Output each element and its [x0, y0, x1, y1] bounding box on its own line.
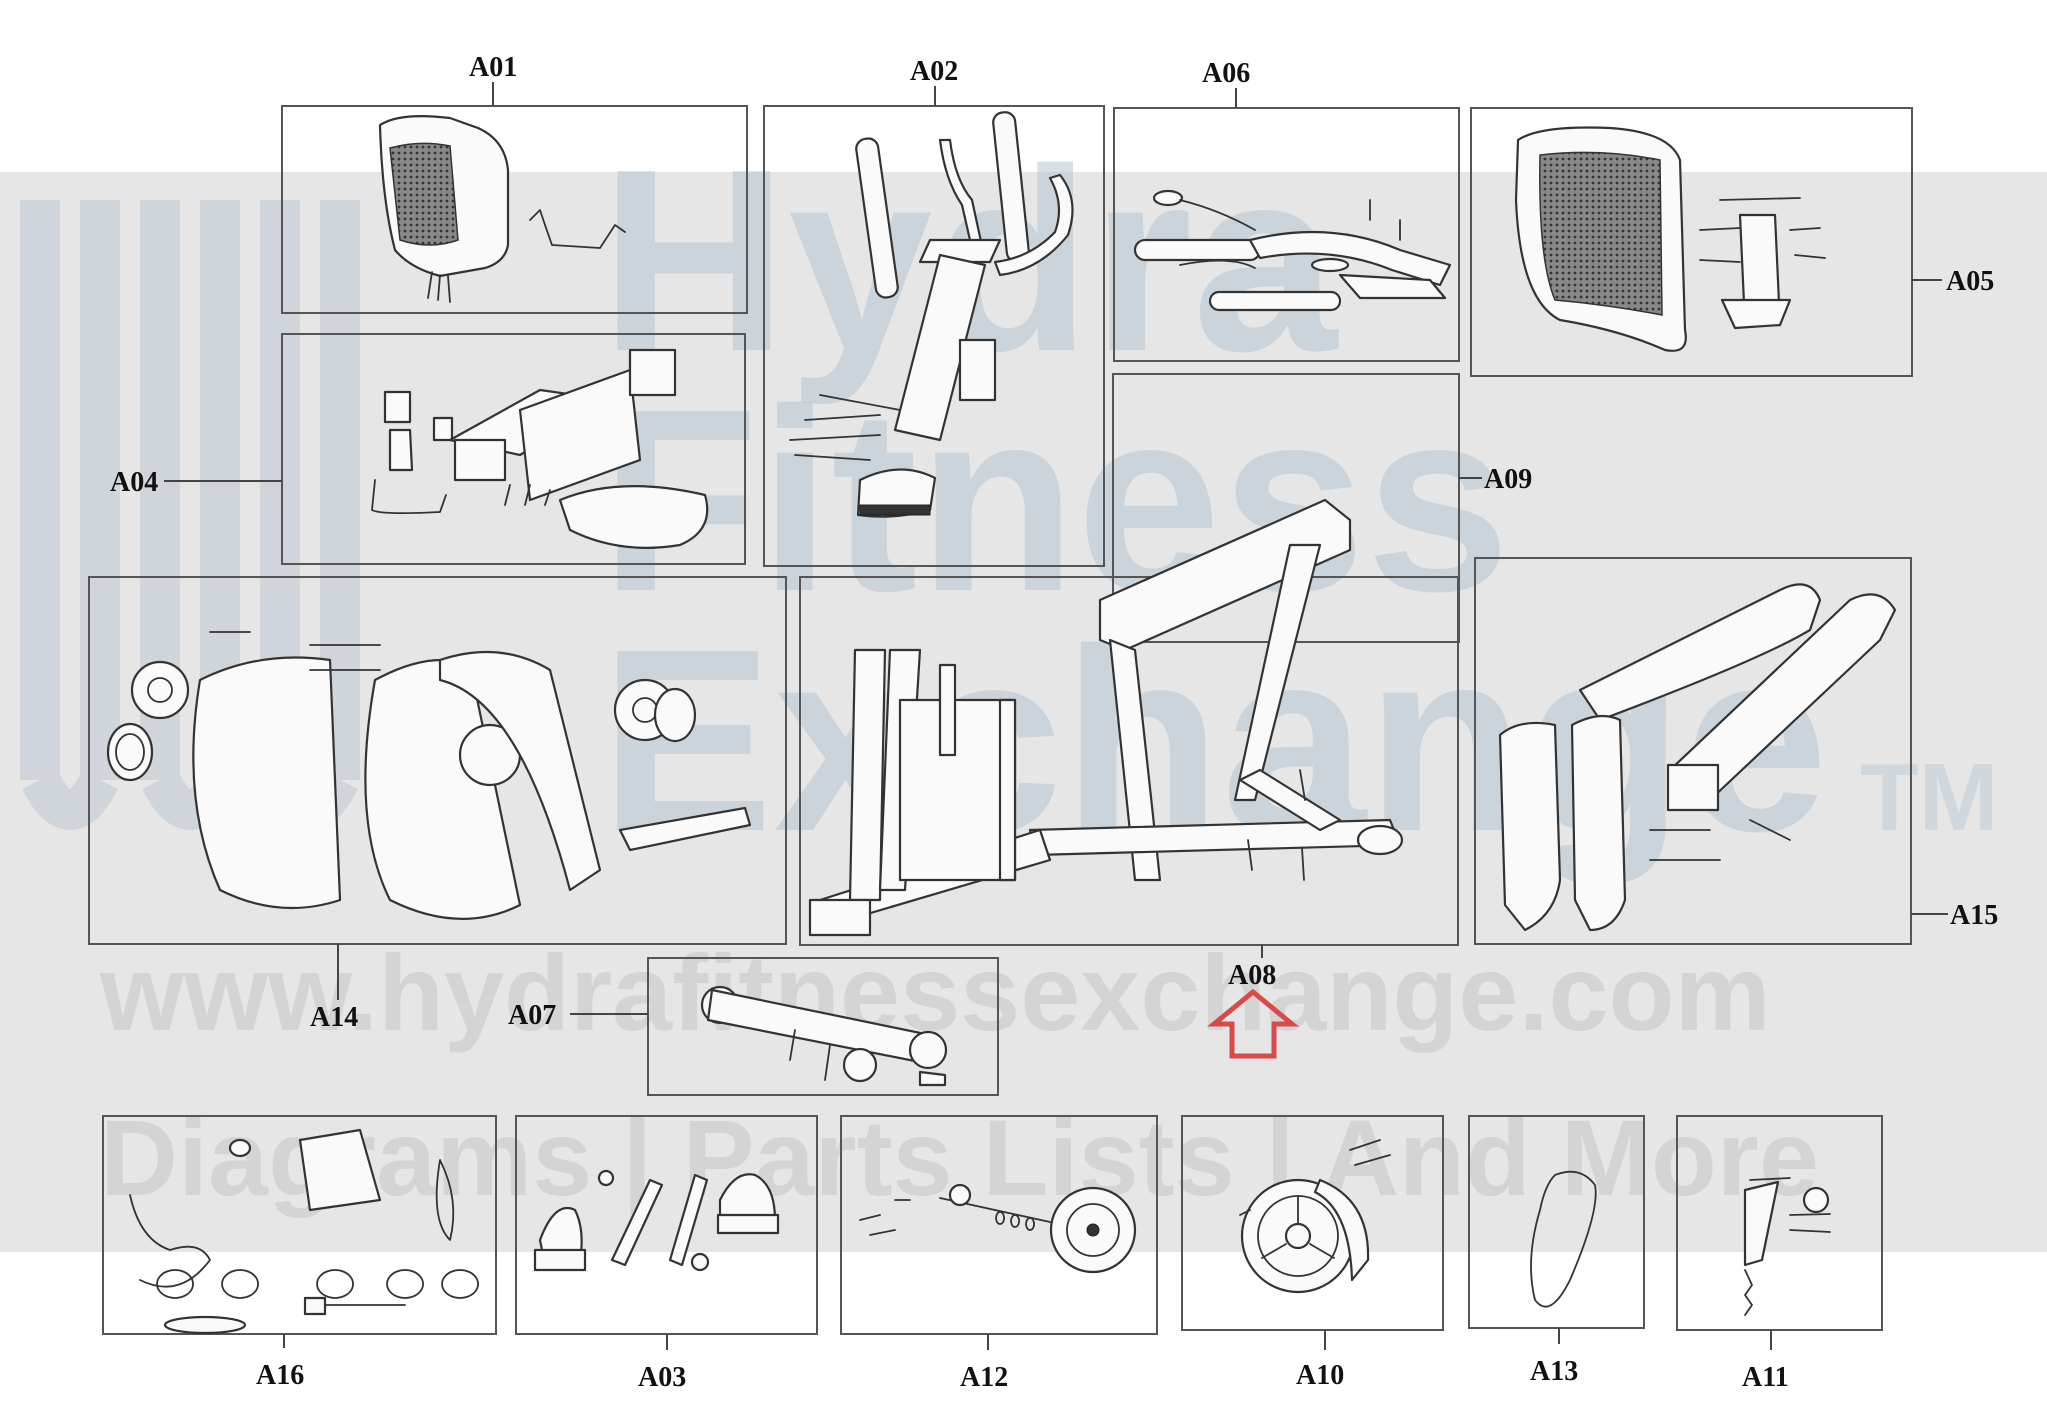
flywheel-part	[859, 1183, 1137, 1274]
side-covers-part	[106, 631, 752, 920]
panel-label: A11	[1742, 1362, 1789, 1393]
panel-a14[interactable]: A14	[88, 576, 787, 1033]
rail-covers-part	[1498, 583, 1897, 932]
panel-label: A14	[310, 1002, 358, 1033]
seat-back-part	[1514, 126, 1826, 352]
panel-a05[interactable]: A05	[1470, 107, 1994, 377]
highlight-arrow-icon	[1207, 988, 1299, 1059]
panel-a08[interactable]: A08	[799, 498, 1459, 1059]
panel-a13[interactable]: A13	[1468, 1115, 1645, 1387]
wiring-part	[129, 1128, 479, 1335]
drive-belt-part	[1530, 1170, 1597, 1308]
panel-a06[interactable]: A06	[1113, 58, 1460, 362]
panel-a12[interactable]: A12	[840, 1115, 1158, 1393]
panel-a10[interactable]: A10	[1181, 1115, 1444, 1391]
panel-label: A09	[1484, 464, 1532, 495]
panel-label: A08	[1228, 960, 1276, 991]
watermark-brand-line2: Fitness	[600, 356, 1510, 646]
panel-label: A16	[256, 1360, 304, 1391]
main-frame-part	[808, 498, 1404, 937]
panel-label: A06	[1202, 58, 1250, 89]
panel-label: A13	[1530, 1356, 1578, 1387]
watermark-trademark: TM	[1860, 744, 1999, 851]
panel-label: A15	[1950, 900, 1998, 931]
seat-frame-part	[371, 348, 709, 549]
handlebar-upright-part	[789, 111, 1074, 518]
panel-a11[interactable]: A11	[1676, 1115, 1883, 1393]
panel-label: A02	[910, 56, 958, 87]
pulley-part	[1239, 1139, 1391, 1294]
panel-a07[interactable]: A07	[508, 957, 999, 1096]
panel-label: A12	[960, 1362, 1008, 1393]
panel-a02[interactable]: A02	[763, 56, 1105, 567]
panel-label: A10	[1296, 1360, 1344, 1391]
panel-label: A07	[508, 1000, 556, 1031]
stabilizer-part	[700, 985, 948, 1087]
console-part	[378, 115, 626, 303]
handlebar-set-part	[1133, 189, 1452, 312]
pedal-crank-part	[533, 1169, 780, 1272]
panel-label: A05	[1946, 266, 1994, 297]
panel-a01[interactable]: A01	[281, 52, 748, 314]
panel-a03[interactable]: A03	[515, 1115, 818, 1393]
panel-label: A04	[110, 467, 158, 498]
panel-a16[interactable]: A16	[102, 1115, 497, 1391]
panel-a04[interactable]: A04	[110, 333, 746, 565]
idler-part	[1743, 1177, 1831, 1316]
panel-label: A03	[638, 1362, 686, 1393]
panel-label: A01	[469, 52, 517, 83]
panel-a15[interactable]: A15	[1474, 557, 1998, 945]
